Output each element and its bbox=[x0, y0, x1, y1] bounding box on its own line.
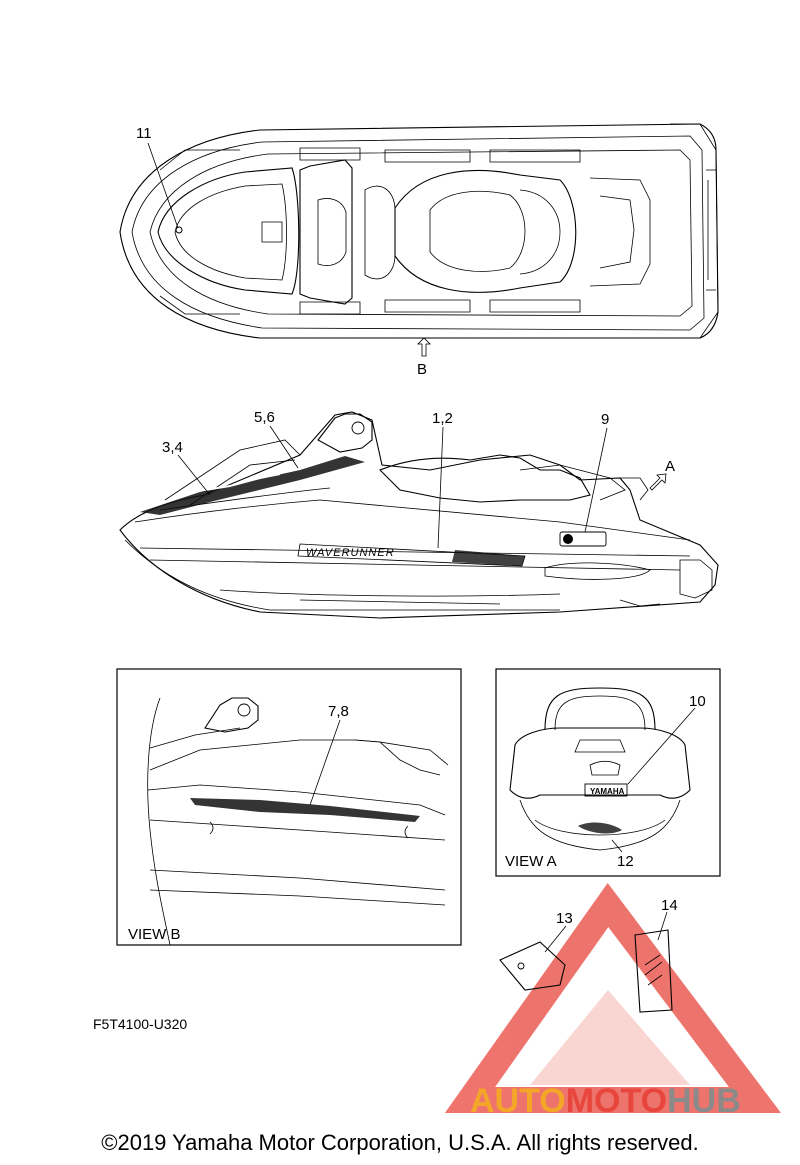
callout-12-leader bbox=[611, 839, 623, 853]
watermark-moto: MOTO bbox=[566, 1082, 667, 1120]
view-a-arrow bbox=[649, 473, 667, 491]
callout-9: 9 bbox=[601, 411, 609, 428]
callout-11-leader bbox=[147, 142, 179, 229]
view-a-detail bbox=[509, 687, 691, 851]
part-14-sheet bbox=[634, 929, 673, 1013]
callout-10-leader bbox=[627, 707, 696, 785]
callout-5-6-leader bbox=[269, 425, 299, 469]
callout-3-4-leader bbox=[177, 454, 211, 496]
callout-7-8-leader bbox=[309, 719, 341, 806]
callout-11: 11 bbox=[136, 125, 152, 142]
watercraft-top-view bbox=[119, 123, 719, 339]
watermark-auto: AUTO bbox=[470, 1082, 566, 1120]
decal-11-marker bbox=[175, 226, 183, 234]
callout-12: 12 bbox=[617, 853, 634, 870]
view-b-frame bbox=[116, 668, 462, 946]
watercraft-side-view bbox=[119, 411, 719, 619]
callout-9-leader bbox=[584, 427, 608, 533]
watermark-text: AUTOMOTOHUB bbox=[470, 1082, 741, 1120]
part-13-pouch bbox=[499, 941, 566, 991]
callout-1-2: 1,2 bbox=[432, 410, 453, 427]
callout-a: A bbox=[665, 458, 675, 475]
callout-14-leader bbox=[657, 911, 668, 941]
callout-5-6: 5,6 bbox=[254, 409, 275, 426]
copyright-notice: ©2019 Yamaha Motor Corporation, U.S.A. A… bbox=[101, 1130, 699, 1155]
view-b-detail bbox=[147, 697, 449, 946]
callout-3-4: 3,4 bbox=[162, 439, 183, 456]
callout-1-2-leader bbox=[437, 426, 444, 549]
yamaha-decal-text: YAMAHA bbox=[590, 787, 625, 796]
part-code: F5T4100-U320 bbox=[93, 1016, 187, 1032]
watermark-hub: HUB bbox=[667, 1082, 741, 1120]
callout-13-leader bbox=[544, 925, 567, 953]
callout-13: 13 bbox=[556, 910, 573, 927]
callout-b: B bbox=[417, 361, 427, 378]
view-a-frame bbox=[495, 668, 721, 877]
watermark-logo bbox=[444, 882, 782, 1113]
waverunner-decal-text: WAVERUNNER bbox=[306, 547, 395, 559]
view-a-label: VIEW A bbox=[505, 853, 557, 870]
view-b-label: VIEW B bbox=[128, 926, 181, 943]
callout-10: 10 bbox=[689, 693, 706, 710]
view-b-arrow bbox=[417, 337, 431, 357]
callout-7-8: 7,8 bbox=[328, 703, 349, 720]
callout-14: 14 bbox=[661, 897, 678, 914]
